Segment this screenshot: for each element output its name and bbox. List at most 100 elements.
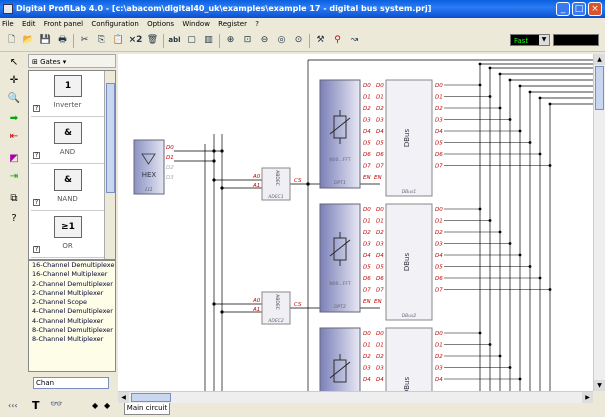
scroll-thumb[interactable] <box>106 83 115 193</box>
bus-junction <box>508 78 512 82</box>
dip-out-pin: D0 <box>363 331 371 337</box>
list-item[interactable]: 2-Channel Multiplexer <box>32 288 104 297</box>
dip-out-pin: D4 <box>363 253 371 259</box>
delete-icon[interactable]: 🗑 <box>146 35 159 45</box>
next-icon[interactable]: ◆ <box>104 401 111 410</box>
gate-label: OR <box>62 242 73 250</box>
frame-icon[interactable]: ▢ <box>187 35 196 45</box>
zoom-out-icon[interactable]: ⊖ <box>260 35 269 45</box>
library-dropdown[interactable]: ⊞ Gates ▾ <box>28 54 116 68</box>
decoder-1 <box>261 167 291 201</box>
bus-junction <box>478 331 482 335</box>
pointer-icon[interactable]: ↖ <box>9 57 19 68</box>
list-item[interactable]: 4-Channel Demultiplexer <box>32 307 113 316</box>
paste-icon[interactable]: 📋 <box>112 35 125 45</box>
circuit-diagram: HEX LI1 D0 D1 D2 D3 ABDEC A0 A1 CS ADEC1… <box>133 59 593 391</box>
gate-symbol: & <box>54 169 82 191</box>
tab-main-circuit[interactable]: Main circuit <box>124 403 170 415</box>
gate-item[interactable]: 1 Inverter ? <box>31 71 104 117</box>
scroll-up-icon[interactable]: ▲ <box>594 54 605 65</box>
crosshair-icon[interactable]: ✛ <box>9 75 19 86</box>
zoom-area-icon[interactable]: ⊡ <box>243 35 252 45</box>
maximize-button[interactable]: □ <box>572 2 586 16</box>
scroll-thumb[interactable] <box>595 66 604 110</box>
bus-junction <box>488 219 492 222</box>
open-folder-icon[interactable]: 📂 <box>22 35 35 45</box>
magnifier-icon[interactable]: 🔍 <box>7 93 21 104</box>
help-icon[interactable]: ? <box>11 213 17 224</box>
list-item[interactable]: 4-Channel Multiplexer <box>32 316 104 325</box>
duplicate-button[interactable]: ×2 <box>128 35 143 45</box>
minimize-button[interactable]: _ <box>556 2 570 16</box>
save-icon[interactable]: 💾 <box>39 35 52 45</box>
close-button[interactable]: × <box>588 2 602 16</box>
gate-item[interactable]: & NAND ? <box>31 165 104 211</box>
bus-junction <box>498 354 502 358</box>
gate-item[interactable]: & AND ? <box>31 118 104 164</box>
bus-junction <box>538 96 542 100</box>
gate-help-icon[interactable]: ? <box>33 105 40 112</box>
menu-edit[interactable]: Edit <box>21 20 36 28</box>
label-button[interactable]: abl <box>168 36 181 44</box>
chevron-down-icon[interactable]: ▼ <box>539 35 549 45</box>
horizontal-scrollbar[interactable]: ◀ ▶ <box>118 391 593 403</box>
run-arrow-icon[interactable]: ➡ <box>9 113 19 124</box>
binoculars-icon[interactable]: 👓 <box>50 399 63 410</box>
copy-icon[interactable]: ⎘ <box>97 35 106 45</box>
probe-icon[interactable]: ⚲ <box>334 35 341 45</box>
decoder-pin: CS <box>294 178 302 184</box>
search-input[interactable]: Chan <box>33 377 109 389</box>
prev-icon[interactable]: ◆ <box>92 401 99 410</box>
dbus-out-pin: D2 <box>435 354 443 360</box>
gate-symbol: & <box>54 122 82 144</box>
gate-scrollbar[interactable] <box>104 71 115 259</box>
menu-front-panel[interactable]: Front panel <box>43 20 84 28</box>
menu-window[interactable]: Window <box>182 20 210 28</box>
menu-configuration[interactable]: Configuration <box>91 20 139 28</box>
gate-help-icon[interactable]: ? <box>33 152 40 159</box>
stop-icon[interactable]: ⇤ <box>9 131 19 142</box>
list-item[interactable]: 8-Channel Multiplexer <box>32 335 104 344</box>
vertical-scrollbar[interactable]: ▲ ▼ <box>593 54 605 391</box>
color-icon[interactable]: ◩ <box>9 153 19 164</box>
text-tool-icon[interactable]: T <box>32 399 40 412</box>
gate-help-icon[interactable]: ? <box>33 246 40 253</box>
list-item[interactable]: 2-Channel Demultiplexer <box>32 279 113 288</box>
bus-junction <box>508 118 512 121</box>
panel-icon[interactable]: ▥ <box>204 35 213 45</box>
scroll-down-icon[interactable]: ▼ <box>594 380 605 391</box>
dbus-in-pin: D0 <box>376 207 384 213</box>
exit-icon[interactable]: ⇥ <box>9 171 19 182</box>
list-item[interactable]: 16-Channel Multiplexer <box>32 270 108 279</box>
scroll-thumb[interactable] <box>131 393 171 402</box>
dip-out-pin: D4 <box>363 377 371 383</box>
list-item[interactable]: 8-Channel Demultiplexer <box>32 326 113 335</box>
print-icon[interactable]: 🖶 <box>58 35 67 45</box>
dbus-in-pin: D4 <box>376 129 384 135</box>
collapse-icon[interactable]: ‹‹‹ <box>8 401 18 410</box>
menu-file[interactable]: File <box>2 20 14 28</box>
scroll-left-icon[interactable]: ◀ <box>118 392 129 403</box>
new-file-icon[interactable]: 🗋 <box>7 35 16 45</box>
wire-icon[interactable]: ↝ <box>350 35 359 45</box>
copy-component-icon[interactable]: ⧉ <box>10 193 18 204</box>
zoom-100-icon[interactable]: ⊙ <box>294 35 303 45</box>
gate-help-icon[interactable]: ? <box>33 199 40 206</box>
list-item[interactable]: 16-Channel Demultiplexer <box>32 261 116 269</box>
menu-register[interactable]: Register <box>218 20 247 28</box>
scroll-right-icon[interactable]: ▶ <box>582 392 593 403</box>
circuit-canvas[interactable]: HEX LI1 D0 D1 D2 D3 ABDEC A0 A1 CS ADEC1… <box>118 54 593 391</box>
gate-item[interactable]: ≥1 OR ? <box>31 212 104 258</box>
menu-help[interactable]: ? <box>255 20 259 28</box>
zoom-in-icon[interactable]: ⊕ <box>226 35 235 45</box>
tools-icon[interactable]: ⚒ <box>316 35 325 45</box>
list-item[interactable]: 2-Channel Scope <box>32 298 88 307</box>
dip-caption: N00...FFT <box>329 281 350 287</box>
cut-icon[interactable]: ✂ <box>80 35 89 45</box>
dip-out-pin: EN <box>363 299 371 305</box>
bus-junction <box>538 152 542 156</box>
zoom-fit-icon[interactable]: ◎ <box>277 35 286 45</box>
bottom-toolbar: ‹‹‹ T 👓 ◆ ◆ <box>0 397 116 417</box>
menu-options[interactable]: Options <box>147 20 175 28</box>
speed-select[interactable]: Fast ▼ <box>510 34 550 46</box>
